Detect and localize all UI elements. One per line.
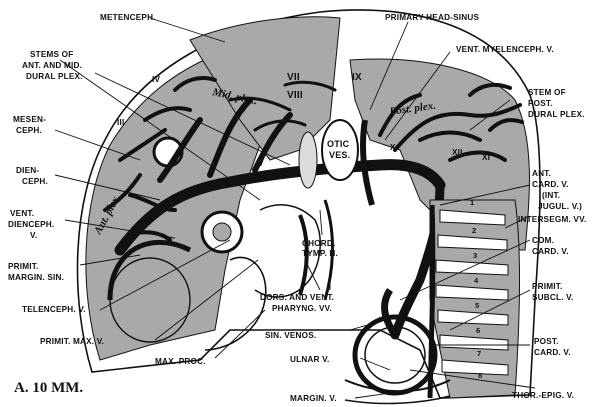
label-ant-card-2: CARD. V.	[532, 180, 569, 189]
label-max-proc: MAX. PROC.	[155, 357, 206, 366]
label-primit-subcl-2: SUBCL. V.	[532, 293, 574, 302]
label-metenceph: METENCEPH.	[100, 13, 156, 22]
label-vent-dienceph-2: DIENCEPH.	[8, 220, 54, 229]
label-thor-epig: THOR.-EPIG. V.	[512, 391, 574, 400]
label-margin-v: MARGIN. V.	[290, 394, 337, 403]
telencephalon-cavity	[110, 258, 190, 342]
label-mesenceph-1: MESEN-	[13, 115, 46, 124]
label-post-dural-plex: DURAL PLEX.	[528, 110, 585, 119]
label-telenceph-v: TELENCEPH. V.	[22, 305, 86, 314]
label-dors-vent-1: DORS. AND VENT.	[260, 293, 334, 302]
label-dors-vent-2: PHARYNG. VV.	[272, 304, 332, 313]
label-otic-2: VES.	[329, 150, 350, 160]
vestibular-ganglion	[299, 132, 317, 188]
label-post-card-1: POST.	[534, 337, 559, 346]
label-otic-1: OTIC	[327, 139, 350, 149]
segment-5: 5	[475, 301, 480, 310]
nerve-IX: IX	[352, 72, 362, 83]
label-ant-card-4: JUGUL. V.)	[538, 202, 582, 211]
label-mesenceph-2: CEPH.	[16, 126, 42, 135]
label-vent-myelenceph: VENT. MYELENCEPH. V.	[456, 45, 554, 54]
label-primary-head-sinus: PRIMARY HEAD-SINUS	[385, 13, 479, 22]
label-primit-margin-1: PRIMIT.	[8, 262, 39, 271]
segment-1: 1	[470, 198, 475, 207]
nerve-XII: XII	[452, 148, 463, 157]
label-com-card-1: COM.	[532, 236, 554, 245]
segment-7: 7	[477, 349, 481, 358]
label-intersegm: INTERSEGM. VV.	[518, 215, 586, 224]
label-chord-2: TYMP. N.	[302, 249, 338, 258]
nerve-VII: VII	[287, 72, 300, 83]
segment-4: 4	[474, 276, 479, 285]
nerve-X: X	[390, 143, 396, 152]
label-dural-plex: DURAL PLEX.	[26, 72, 83, 81]
label-primit-margin-2: MARGIN. SIN.	[8, 273, 64, 282]
nerve-III: III	[117, 118, 124, 127]
segment-2: 2	[472, 226, 476, 235]
label-sin-venos: SIN. VENOS.	[265, 331, 316, 340]
label-vent-dienceph-1: VENT.	[10, 209, 34, 218]
label-post: POST.	[528, 99, 553, 108]
nerve-XI: XI	[482, 153, 490, 162]
scale-label: A. 10 MM.	[14, 380, 83, 396]
label-ulnar-v: ULNAR V.	[290, 355, 330, 364]
label-com-card-2: CARD. V.	[532, 247, 569, 256]
label-stems-of: STEMS OF	[30, 50, 73, 59]
label-stem-of-post: STEM OF	[528, 88, 566, 97]
label-post-card-2: CARD. V.	[534, 348, 571, 357]
optic-cup-inner	[213, 223, 231, 241]
label-dienceph-2: CEPH.	[22, 177, 48, 186]
label-ant-card-1: ANT.	[532, 169, 551, 178]
nerve-V: V	[258, 159, 264, 168]
segment-8: 8	[478, 371, 482, 380]
label-chord-1: CHORD.	[302, 239, 336, 248]
segment-3: 3	[473, 251, 477, 260]
label-vent-dienceph-3: V.	[30, 231, 37, 240]
nerve-VIII: VIII	[287, 90, 303, 101]
label-ant-and-mid: ANT. AND MID.	[22, 61, 82, 70]
label-dienceph-1: DIEN-	[16, 166, 39, 175]
nerve-IV: IV	[152, 75, 160, 84]
label-primit-subcl-1: PRIMIT.	[532, 282, 563, 291]
segment-6: 6	[476, 326, 480, 335]
label-ant-card-3: (INT.	[542, 191, 560, 200]
label-primit-max-v: PRIMIT. MAX. V.	[40, 337, 104, 346]
